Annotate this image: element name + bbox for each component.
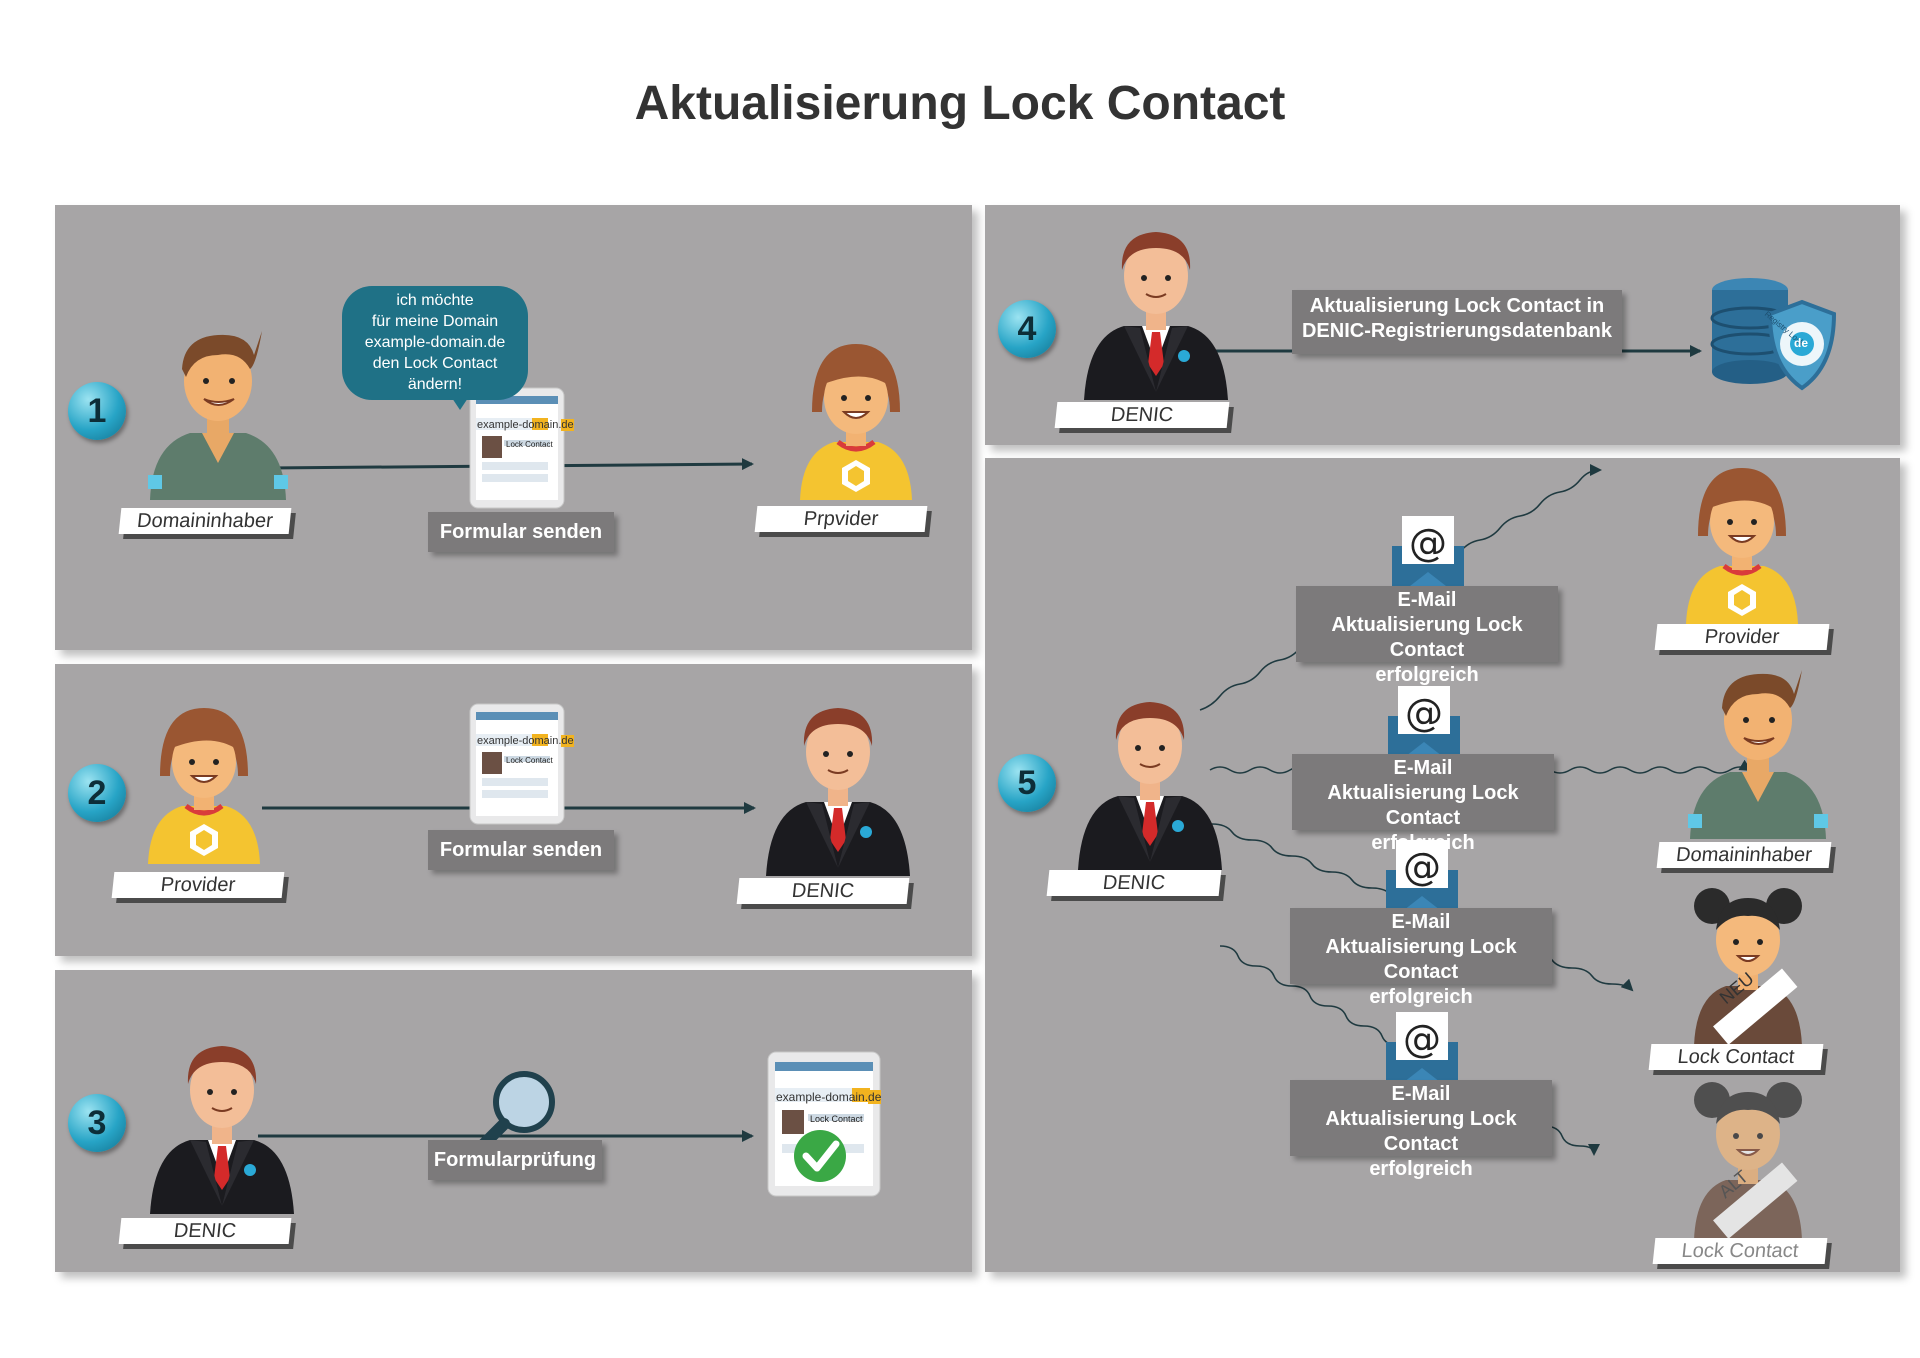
tablet-heading-text: Lock Contact [506,756,553,765]
denic-figure-step-4 [1084,232,1228,400]
svg-text:@: @ [1403,1017,1441,1061]
label-denic-step-3: DENIC [118,1218,292,1244]
label-denic-step-2: DENIC [736,878,910,904]
database-shield-icon [1710,278,1837,391]
domain-tld: de [561,735,574,747]
action-line: Aktualisierung Lock Contact in [1309,295,1605,317]
label-denic-step-5: DENIC [1046,870,1222,896]
domain-tld: de [868,1090,882,1104]
step-number-5: 5 [998,754,1056,812]
provider-figure [800,344,912,500]
bubble-line: example-domain.de [364,334,506,351]
label-provider-step-5: Provider [1654,624,1830,650]
email-envelope-icon: @ [1386,1012,1458,1096]
lock-contact-neu-figure [1694,888,1802,1046]
email-line: E-Mail [1393,757,1453,779]
step-number-2: 2 [68,764,126,822]
domain-tld: de [561,419,574,431]
email-line: erfolgreich [1371,832,1475,854]
tablet-domain-text: example-domain.de [776,1090,882,1104]
email-box-domaininhaber: E-Mail Aktualisierung Lock Contact erfol… [1292,754,1554,854]
domaininhaber-figure-step-5 [1688,670,1828,839]
db-shield-badge: de [1794,336,1809,350]
tablet-form-step-2 [469,703,565,825]
action-box-step-4: Aktualisierung Lock Contact in DENIC-Reg… [1292,290,1622,354]
tablet-form-checked [767,1051,881,1197]
step-number-3: 3 [68,1094,126,1152]
svg-text:@: @ [1405,691,1443,735]
email-line: E-Mail [1391,1083,1451,1105]
label-lock-contact-neu: Lock Contact [1648,1044,1824,1070]
bubble-line: ich möchte [396,292,474,309]
email-line: Aktualisierung Lock Contact [1325,936,1517,983]
label-provider-step-2: Provider [111,872,285,898]
email-line: erfolgreich [1375,664,1479,686]
lock-contact-alt-figure [1694,1082,1802,1240]
email-line: E-Mail [1397,589,1457,611]
bubble-line: für meine Domain [371,313,499,330]
label-domaininhaber-step-5: Domaininhaber [1656,842,1832,868]
svg-text:@: @ [1403,845,1441,889]
action-line: DENIC-Registrierungsdatenbank [1301,320,1613,342]
domain-name: example-domain. [776,1090,869,1104]
tablet-heading-text: Lock Contact [810,1114,863,1124]
step-number-4: 4 [998,300,1056,358]
tablet-heading-text: Lock Contact [506,440,553,449]
email-line: Aktualisierung Lock Contact [1327,782,1519,829]
email-line: E-Mail [1391,911,1451,933]
email-box-lock-contact-alt: E-Mail Aktualisierung Lock Contact erfol… [1290,1080,1552,1180]
page-title: Aktualisierung Lock Contact [634,77,1286,130]
provider-figure-step-5 [1686,468,1798,624]
domain-name: example-domain. [477,735,562,747]
label-denic-step-4: DENIC [1054,402,1230,428]
email-box-lock-contact-neu: E-Mail Aktualisierung Lock Contact erfol… [1290,908,1552,1008]
bubble-line: den Lock Contact [372,355,498,372]
email-box-provider: E-Mail Aktualisierung Lock Contact erfol… [1296,586,1558,686]
speech-bubble: ich möchte für meine Domain example-doma… [342,286,528,400]
step-number-1: 1 [68,382,126,440]
denic-figure-step-3 [150,1046,294,1214]
speech-bubble-tail [448,392,472,410]
action-box-step-3: Formularprüfung [428,1140,602,1180]
email-line: Aktualisierung Lock Contact [1325,1108,1517,1155]
tablet-form-step-1 [469,387,565,509]
email-line: erfolgreich [1369,986,1473,1008]
label-provider-step-1: Prpvider [754,506,928,532]
label-domaininhaber: Domaininhaber [118,508,292,534]
bubble-line: ändern! [407,376,463,393]
action-box-step-2: Formular senden [428,830,614,870]
provider-figure-step-2 [148,708,260,864]
tablet-domain-text: example-domain.de [477,419,574,431]
domain-name: example-domain. [477,419,562,431]
denic-figure-step-5 [1078,702,1222,870]
tablet-domain-text: example-domain.de [477,735,574,747]
domaininhaber-figure [148,331,288,500]
svg-text:@: @ [1409,521,1447,565]
denic-figure-step-2 [766,708,910,876]
label-lock-contact-alt: Lock Contact [1652,1238,1828,1264]
email-line: Aktualisierung Lock Contact [1331,614,1523,661]
email-line: erfolgreich [1369,1158,1473,1180]
action-box-step-1: Formular senden [428,512,614,552]
